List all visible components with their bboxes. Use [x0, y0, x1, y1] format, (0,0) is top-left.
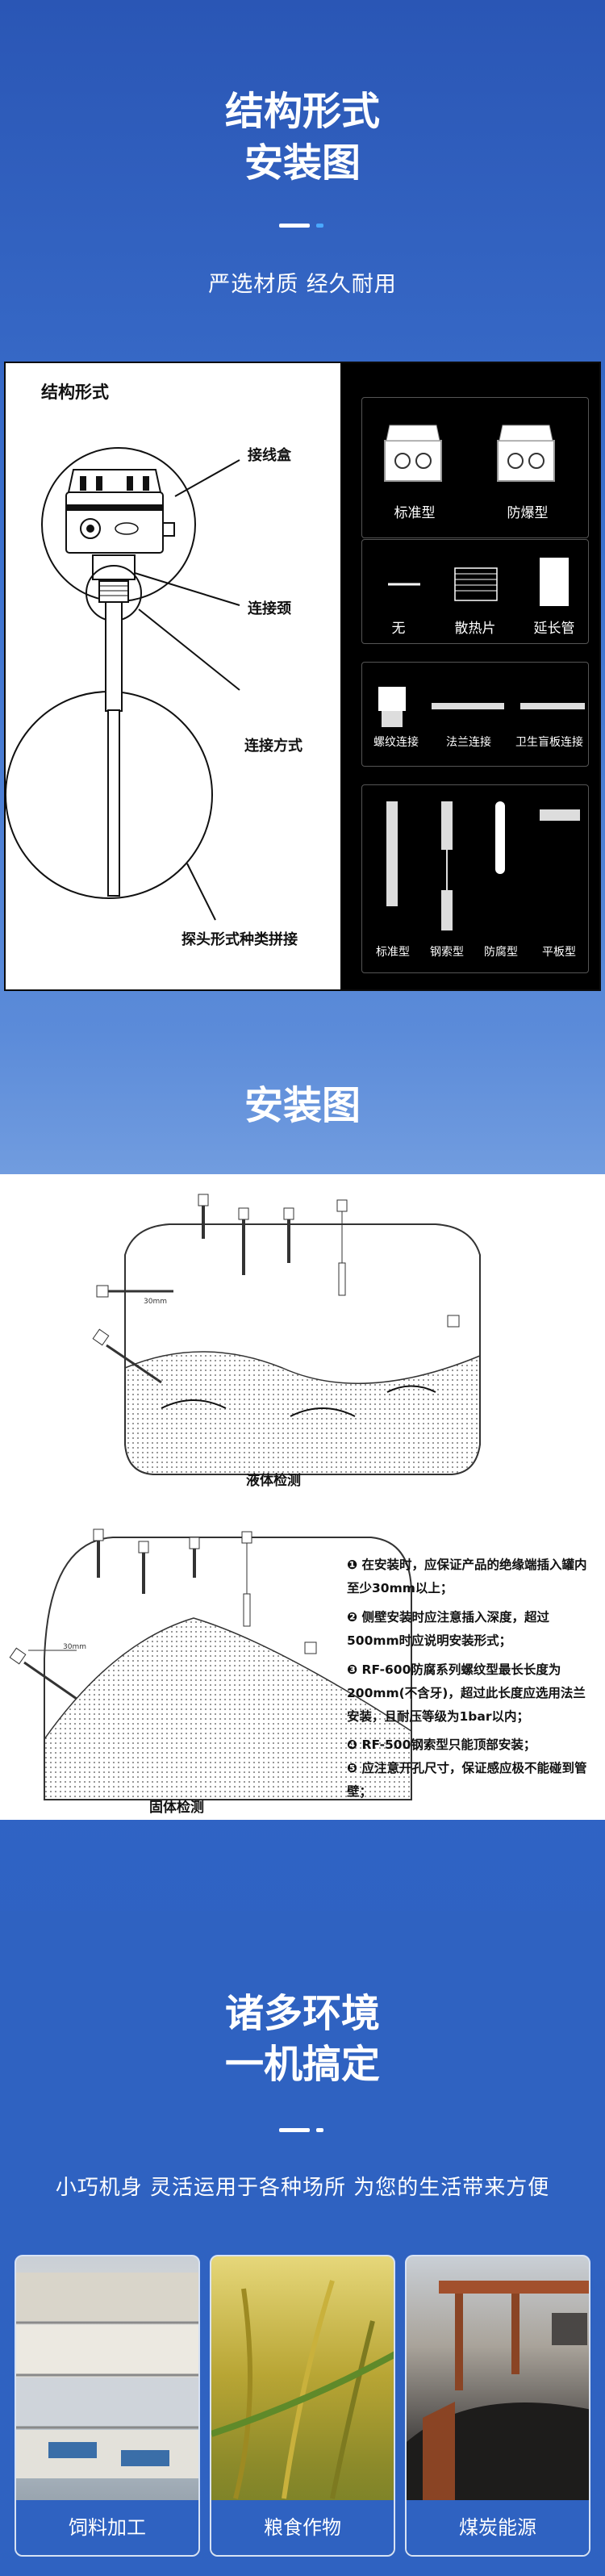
- install-note-1: ❶ 在安装时，应保证产品的绝缘端插入罐内至少30mm以上；: [347, 1558, 587, 1595]
- connection-options: 螺纹连接 法兰连接 卫生盲板连接: [361, 662, 589, 767]
- card-caption-feed: 饲料加工: [16, 2500, 198, 2555]
- env-title-underline: [279, 2128, 310, 2132]
- grain-image: [211, 2280, 394, 2499]
- liquid-caption: 液体检测: [246, 1473, 301, 1489]
- label-neck: 连接颈: [248, 600, 291, 617]
- section-title-install: 安装图: [244, 140, 361, 186]
- neck-none: 无: [391, 621, 406, 637]
- connection-sanitary: 卫生盲板连接: [515, 736, 583, 749]
- dim-label: 30mm: [144, 1298, 167, 1306]
- env-title-line2: 一机搞定: [224, 2042, 380, 2087]
- connection-flange: 法兰连接: [446, 736, 491, 749]
- options-panel: 标准型 防爆型 无 散热片 延长管: [340, 363, 599, 989]
- env-subtitle: 小巧机身 灵活运用于各种场所 为您的生活带来方便: [55, 2176, 550, 2200]
- label-connection: 连接方式: [244, 738, 302, 755]
- install-note-4: ❹ RF-500钢索型只能顶部安装；: [347, 1738, 536, 1752]
- title-underline-dot: [316, 224, 323, 228]
- title-underline: [279, 224, 310, 228]
- section-subtitle: 严选材质 经久耐用: [208, 272, 397, 297]
- neck-options: 无 散热片 延长管: [361, 539, 589, 644]
- env-title-line1: 诸多环境: [224, 1991, 380, 2036]
- svg-text:30mm: 30mm: [63, 1643, 86, 1651]
- card-caption-coal: 煤炭能源: [407, 2500, 589, 2555]
- connection-icons: [378, 687, 585, 727]
- sensor-diagram: [6, 447, 240, 921]
- section-title-install-diagram: 安装图: [244, 1083, 361, 1128]
- install-note-3: ❸ RF-600防腐系列螺纹型最长长度为200mm(不含牙)，超过此长度应选用法…: [347, 1662, 586, 1724]
- probe-standard: 标准型: [376, 946, 410, 959]
- housing-icons: [384, 424, 555, 482]
- structure-heading: 结构形式: [41, 383, 109, 402]
- card-feed-processing[interactable]: 饲料加工: [15, 2255, 200, 2557]
- section-title-structure: 结构形式: [224, 89, 380, 134]
- install-note-5: ❺ 应注意开孔尺寸，保证感应极不能碰到管壁；: [347, 1761, 587, 1799]
- housing-explosion-proof: 防爆型: [507, 505, 549, 521]
- probe-flat: 平板型: [542, 946, 576, 959]
- card-coal-energy[interactable]: 煤炭能源: [405, 2255, 590, 2557]
- install-note-2: ❷ 侧壁安装时应注意插入深度，超过500mm时应说明安装形式；: [347, 1610, 550, 1648]
- housing-options: 标准型 防爆型: [361, 397, 589, 538]
- probe-anticorrosion: 防腐型: [484, 946, 518, 959]
- structure-panel: 结构形式: [4, 362, 601, 991]
- env-title-underline-dot: [316, 2128, 323, 2132]
- card-grain-crops[interactable]: 粮食作物: [210, 2255, 395, 2557]
- card-caption-grain: 粮食作物: [211, 2500, 394, 2555]
- probe-options: 标准型 钢索型 防腐型 平板型: [361, 784, 589, 973]
- label-junction-box: 接线盒: [248, 447, 291, 464]
- probe-cable: 钢索型: [430, 946, 464, 959]
- install-diagram: 30mm 30mm: [9, 1194, 481, 1800]
- neck-icons: [388, 558, 569, 606]
- housing-standard: 标准型: [394, 505, 436, 521]
- probe-icons: [386, 801, 580, 930]
- structure-diagram: 结构形式: [6, 363, 340, 989]
- feed-sacks-image: [16, 2273, 198, 2478]
- neck-extension-tube: 延长管: [533, 621, 575, 637]
- neck-heat-sink: 散热片: [454, 621, 496, 637]
- connection-thread: 螺纹连接: [373, 736, 419, 749]
- solid-caption: 固体检测: [149, 1800, 204, 1816]
- label-probe-types: 探头形式种类拼接: [182, 931, 298, 948]
- install-panel: 30mm 30mm 液体检测 固体检测 ❶ 在安装时，应保证产品的绝缘端插入罐内…: [0, 1174, 605, 1820]
- coal-image: [407, 2281, 589, 2503]
